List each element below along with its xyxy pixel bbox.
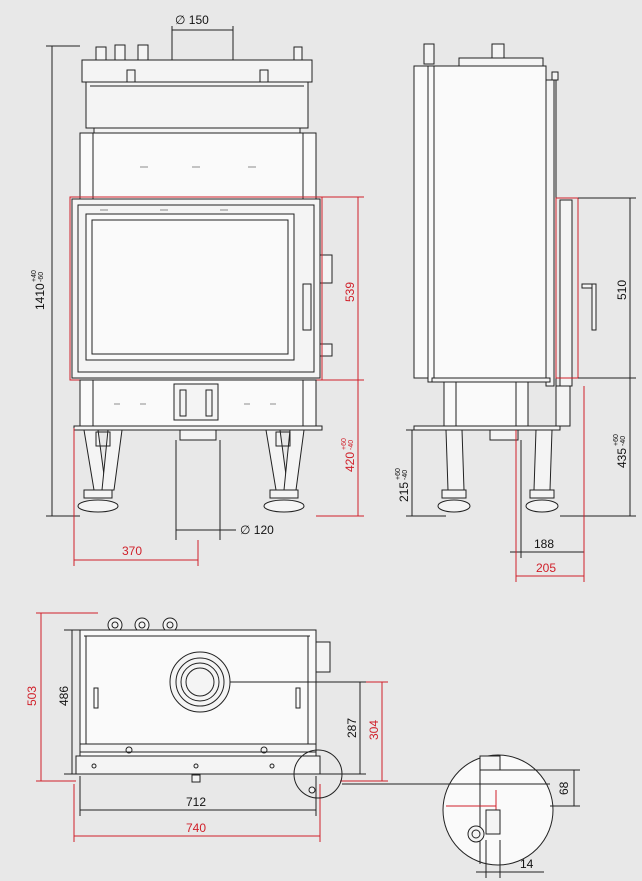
top-depth-dimensions: 503 486 xyxy=(25,612,98,782)
depth-188-label: 188 xyxy=(534,537,554,551)
offset-width-dimension: 370 xyxy=(73,428,199,566)
top-view: 503 486 287 304 xyxy=(25,612,446,842)
total-height-label: 1410 xyxy=(33,283,47,310)
depth-205-label: 205 xyxy=(536,561,556,575)
door-height-dimension: 539 420 +60 -40 xyxy=(316,196,364,517)
width-712-label: 712 xyxy=(186,795,206,809)
front-base-height-label: 420 xyxy=(343,452,357,472)
front-view: ∅ 150 xyxy=(31,13,364,566)
side-door-height-label: 510 xyxy=(615,280,629,300)
flue-diameter-150-dimension: ∅ 150 xyxy=(171,13,234,60)
foot-height-dimension: 215 +60 -40 xyxy=(395,429,446,517)
total-height-tol-bottom: -60 xyxy=(38,272,45,282)
bottom-flue-diameter-120: ∅ 120 xyxy=(176,523,274,537)
lower-body xyxy=(79,379,317,427)
side-door-height-dimension: 510 435 +60 -40 xyxy=(560,197,636,517)
detail-callout-circle xyxy=(293,749,343,799)
support-legs xyxy=(77,429,305,513)
side-door-outline-red xyxy=(555,197,579,379)
flue-offset-dimensions: 287 304 xyxy=(230,681,388,782)
front-base-height-tol-top: +60 xyxy=(341,438,348,450)
door-height-label: 539 xyxy=(343,282,357,302)
top-width-dimensions: 712 740 xyxy=(73,776,321,842)
bottom-flue-diameter-label: ∅ 120 xyxy=(240,523,274,537)
offset-width-label: 370 xyxy=(122,544,142,558)
side-base-height-tol-top: +60 xyxy=(613,434,620,446)
front-base-height-tol-bottom: -40 xyxy=(348,440,355,450)
flue-diameter-150-label: ∅ 150 xyxy=(175,13,209,27)
upper-body xyxy=(79,132,317,200)
firebox-door xyxy=(71,198,333,379)
foot-height-tol-bottom: -40 xyxy=(402,470,409,480)
flue-offset-304-label: 304 xyxy=(367,720,381,740)
foot-height-label: 215 xyxy=(397,482,411,502)
detail-14-label: 14 xyxy=(520,857,534,871)
detail-68-label: 68 xyxy=(557,781,571,795)
total-height-tol-top: +40 xyxy=(31,270,38,282)
detail-view: 68 14 xyxy=(442,754,580,878)
flue-offset-287-label: 287 xyxy=(345,718,359,738)
convection-hood xyxy=(81,59,313,134)
side-base-height-tol-bottom: -40 xyxy=(620,436,627,446)
depth-486-label: 486 xyxy=(57,686,71,706)
side-view: 510 435 +60 -40 215 +60 -40 188 xyxy=(395,43,636,582)
foot-height-tol-top: +60 xyxy=(395,468,402,480)
depth-503-label: 503 xyxy=(25,686,39,706)
side-depth-dimensions: 188 205 xyxy=(510,386,585,582)
side-base-height-label: 435 xyxy=(615,448,629,468)
bottom-flue xyxy=(175,429,221,540)
width-740-label: 740 xyxy=(186,821,206,835)
